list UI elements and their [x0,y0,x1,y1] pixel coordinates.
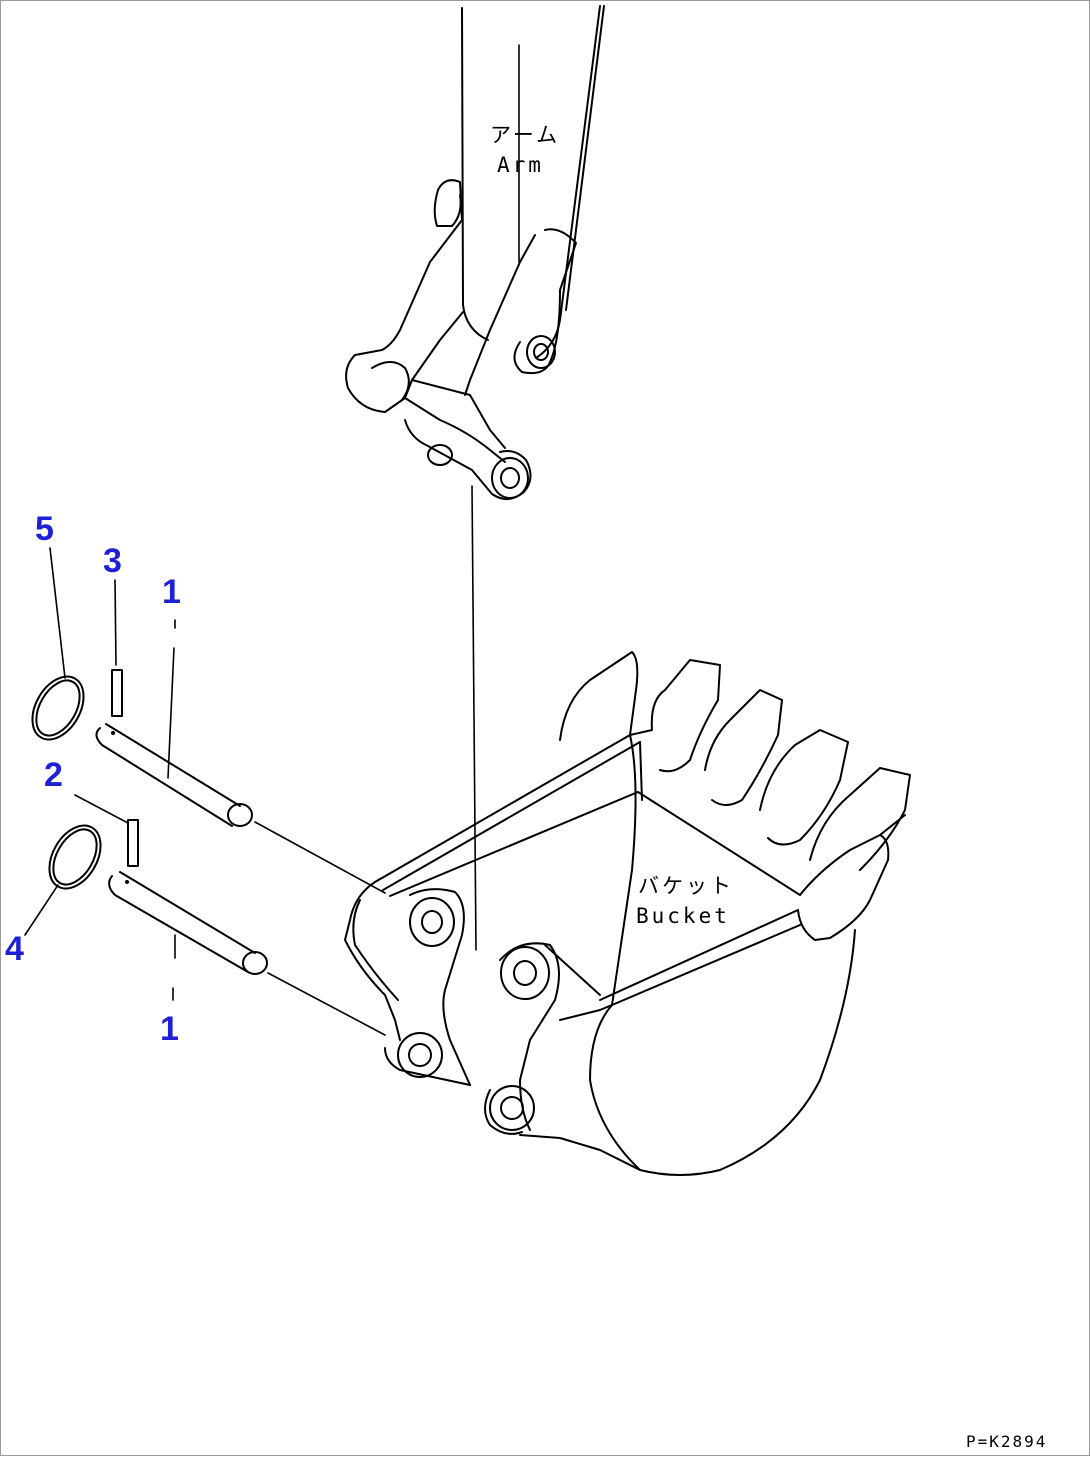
arm-label-en: Arm [497,153,544,177]
ring-4 [48,824,102,890]
callout-4[interactable]: 4 [5,930,24,968]
callout-1-lower[interactable]: 1 [160,1010,179,1048]
ring-5 [31,675,85,741]
callouts: 5 3 1 2 4 1 [5,510,181,1048]
pin-upper [95,723,386,894]
callout-3[interactable]: 3 [103,542,122,580]
arm-label-jp: アーム [490,123,560,147]
bucket-label-jp: バケット [638,874,734,898]
leader-lines [24,547,176,1001]
bucket [344,651,911,1176]
arm [345,5,605,951]
callout-5[interactable]: 5 [35,510,54,548]
component-labels: アーム Arm バケット Bucket [490,123,734,928]
bolt-3 [111,669,123,717]
drawing-code: P=K2894 [966,1432,1047,1451]
bolt-2 [127,819,139,867]
callout-2[interactable]: 2 [44,756,63,794]
callout-1-upper[interactable]: 1 [162,573,181,611]
pin-lower [108,871,386,1036]
bucket-label-en: Bucket [636,904,730,928]
